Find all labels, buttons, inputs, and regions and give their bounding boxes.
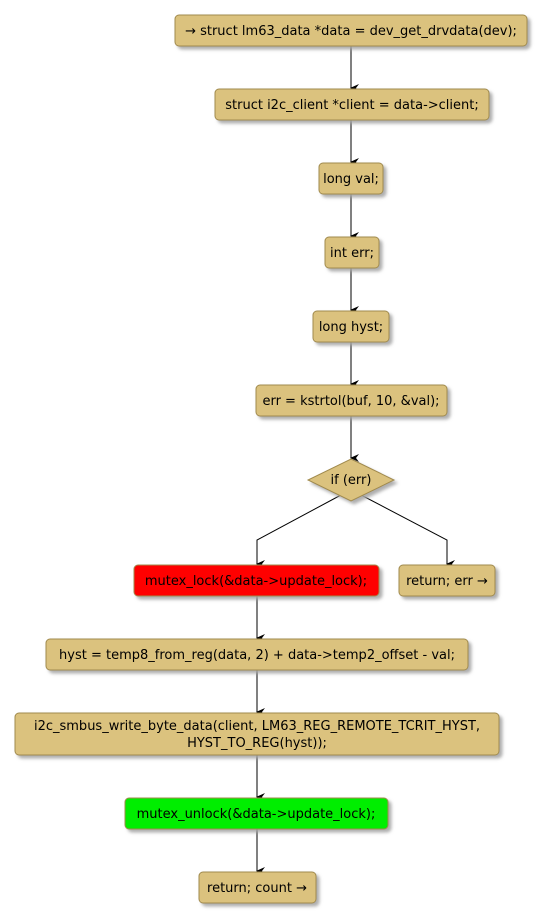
label-get-drvdata: → struct lm63_data *data = dev_get_drvda… [185, 24, 517, 39]
node-hyst-calc [45, 638, 469, 671]
edges [256, 46, 455, 875]
edge-decision-lock [256, 494, 342, 568]
label-client: struct i2c_client *client = data->client… [225, 98, 479, 113]
label-return-err: return; err → [406, 574, 488, 589]
node-mutex-unlock [124, 797, 389, 830]
node-mutex-lock [133, 564, 380, 597]
label-mutex-lock: mutex_lock(&data->update_lock); [145, 574, 367, 589]
node-int-err [324, 236, 380, 269]
node-kstrtol [255, 384, 448, 417]
node-long-hyst [312, 310, 390, 343]
edge-decision-return [360, 494, 455, 568]
label-write-byte-line1: i2c_smbus_write_byte_data(client, LM63_R… [34, 719, 480, 734]
label-write-byte-line2: HYST_TO_REG(hyst)); [187, 736, 327, 751]
label-decision: if (err) [331, 473, 372, 488]
node-write-byte [14, 712, 500, 756]
label-long-hyst: long hyst; [319, 320, 383, 335]
label-long-val: long val; [323, 172, 379, 187]
label-hyst-calc: hyst = temp8_from_reg(data, 2) + data->t… [59, 648, 455, 663]
node-return-count [198, 871, 317, 904]
label-mutex-unlock: mutex_unlock(&data->update_lock); [137, 807, 376, 822]
label-int-err: int err; [330, 246, 374, 261]
nodes [14, 14, 528, 904]
node-get-drvdata [174, 14, 528, 47]
node-client [214, 88, 490, 121]
node-decision [306, 458, 396, 502]
label-kstrtol: err = kstrtol(buf, 10, &val); [262, 394, 439, 409]
node-long-val [318, 162, 384, 195]
labels: → struct lm63_data *data = dev_get_drvda… [34, 24, 517, 896]
node-return-err [398, 564, 496, 597]
label-return-count: return; count → [207, 881, 307, 896]
